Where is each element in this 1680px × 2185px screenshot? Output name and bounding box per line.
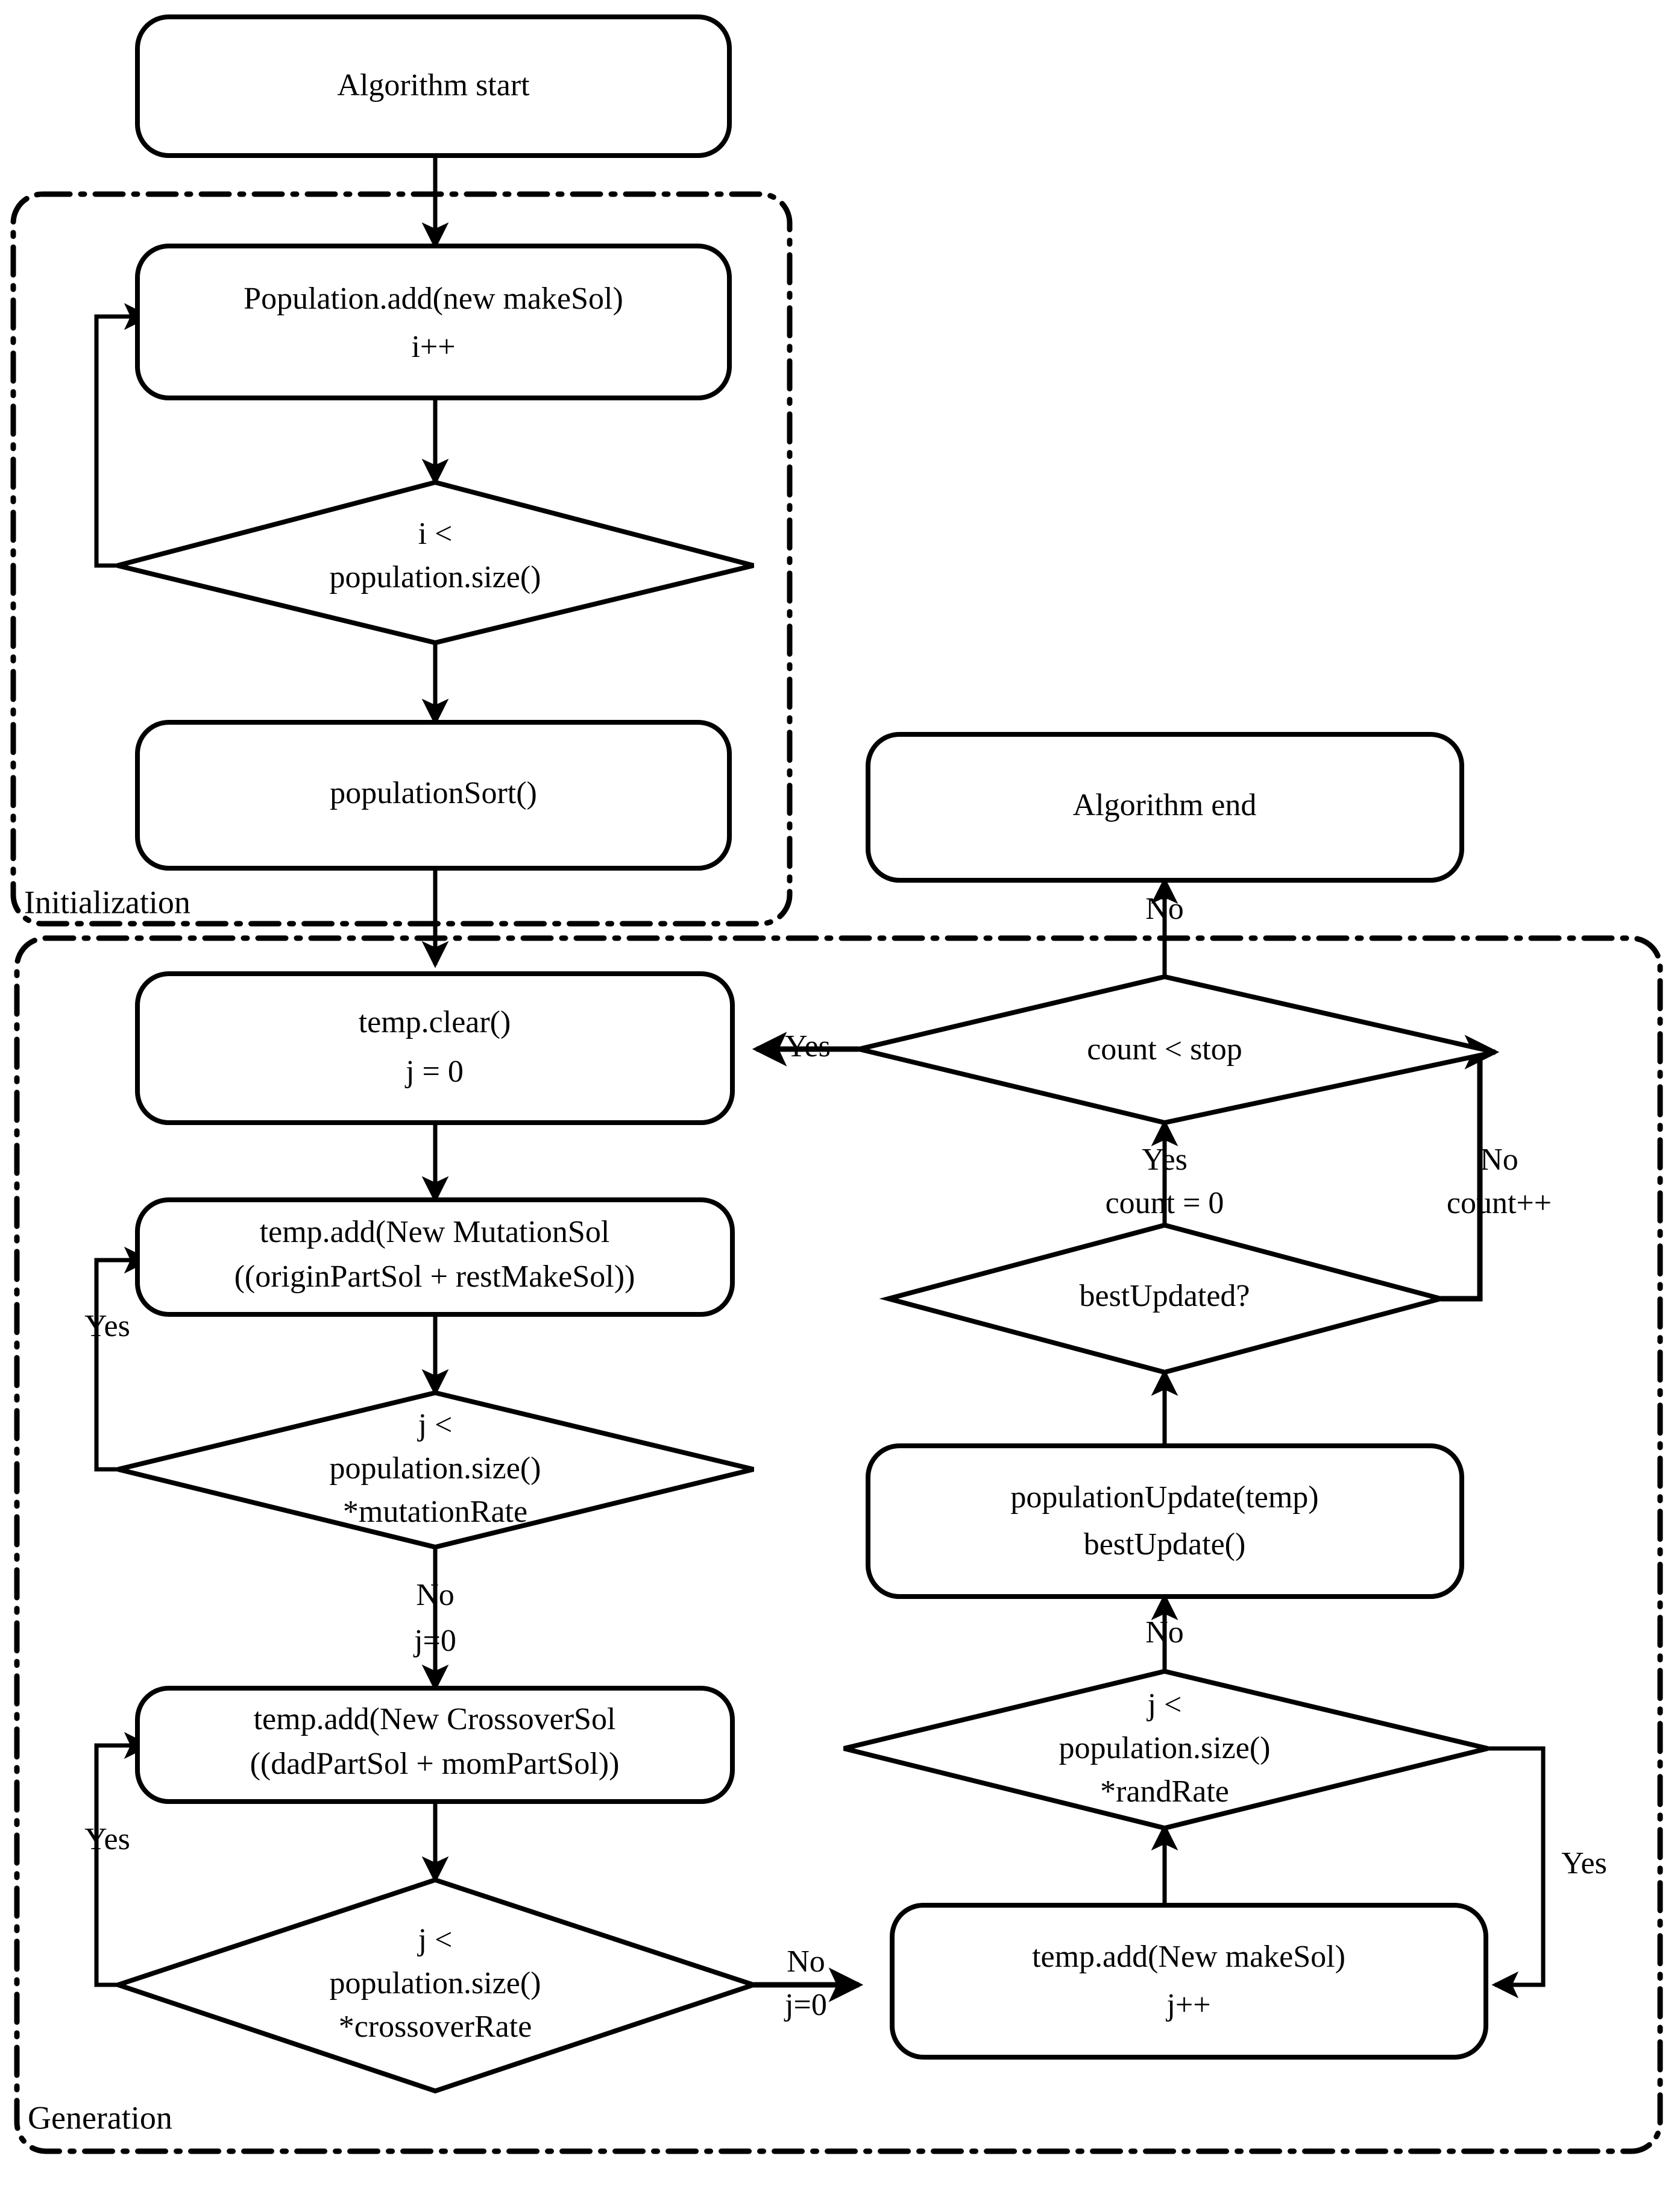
node-j-lt-mutation-rate[interactable]: j < population.size() *mutationRate — [118, 1390, 754, 1550]
edge-j-crossover-yes-loop — [94, 1732, 151, 1987]
node-label-j-rand-line2: population.size() — [1059, 1731, 1271, 1765]
node-label-population-add-line1: Population.add(new makeSol) — [244, 282, 623, 316]
node-label-j-crossover-line2: population.size() — [330, 1966, 541, 2001]
edge-label-rand-rate-yes: Yes — [1561, 1846, 1607, 1881]
edge-label-best-updated-no-count: count++ — [1447, 1186, 1552, 1220]
node-best-updated[interactable]: bestUpdated? — [879, 1222, 1450, 1375]
node-temp-add-crossover[interactable]: temp.add(New CrossoverSol ((dadPartSol +… — [135, 1686, 735, 1804]
node-label-algorithm-end: Algorithm end — [1073, 788, 1257, 822]
node-temp-add-makesol[interactable]: temp.add(New makeSol) j++ — [890, 1903, 1488, 2060]
node-temp-clear[interactable]: temp.clear() j = 0 — [135, 971, 735, 1125]
node-label-j-crossover-line3: *crossoverRate — [339, 2010, 532, 2044]
group-label-generation: Generation — [28, 2099, 172, 2136]
edge-label-mutation-no-reset: j=0 — [413, 1624, 456, 1658]
node-population-sort[interactable]: populationSort() — [135, 720, 732, 871]
node-label-i-check-line1: i < — [418, 517, 453, 551]
edge-label-count-stop-no: No — [1145, 892, 1184, 926]
node-label-j-crossover-line1: j < — [417, 1923, 453, 1957]
edge-label-best-updated-yes-count: count = 0 — [1106, 1186, 1224, 1220]
edge-label-mutation-no: No — [416, 1578, 455, 1612]
edge-label-crossover-no-reset: j=0 — [784, 1988, 827, 2022]
edge-i-check-loop-back — [94, 303, 151, 568]
node-label-best-updated: bestUpdated? — [1079, 1279, 1250, 1313]
edge-label-crossover-yes: Yes — [84, 1822, 130, 1856]
group-label-initialization: Initialization — [24, 884, 190, 920]
node-label-mutation-line2: ((originPartSol + restMakeSol)) — [234, 1260, 635, 1294]
node-i-lt-population-size[interactable]: i < population.size() — [116, 479, 755, 646]
node-count-lt-stop[interactable]: count < stop — [858, 974, 1496, 1126]
edge-label-mutation-yes: Yes — [84, 1309, 130, 1343]
node-j-lt-rand-rate[interactable]: j < population.size() *randRate — [843, 1668, 1488, 1831]
edge-label-count-stop-yes: Yes — [785, 1029, 831, 1064]
node-label-population-update-line1: populationUpdate(temp) — [1010, 1480, 1318, 1515]
node-population-add[interactable]: Population.add(new makeSol) i++ — [135, 244, 732, 400]
node-label-crossover-line1: temp.add(New CrossoverSol — [254, 1702, 616, 1736]
group-box-initialization — [10, 191, 793, 927]
node-label-makesol-line1: temp.add(New makeSol) — [1032, 1940, 1345, 1974]
node-algorithm-start[interactable]: Algorithm start — [135, 14, 732, 158]
node-label-algorithm-start: Algorithm start — [337, 68, 530, 102]
node-label-j-mutation-line2: population.size() — [330, 1451, 541, 1486]
edge-label-best-updated-yes: Yes — [1142, 1143, 1188, 1177]
node-label-j-mutation-line1: j < — [417, 1408, 453, 1442]
node-label-j-rand-line1: j < — [1147, 1688, 1182, 1722]
node-population-update[interactable]: populationUpdate(temp) bestUpdate() — [866, 1443, 1464, 1599]
edge-label-crossover-no: No — [787, 1944, 825, 1979]
node-label-mutation-line1: temp.add(New MutationSol — [260, 1215, 610, 1249]
edge-j-rand-yes-loop — [1488, 1746, 1546, 1999]
node-label-crossover-line2: ((dadPartSol + momPartSol)) — [250, 1747, 620, 1781]
node-algorithm-end[interactable]: Algorithm end — [866, 732, 1464, 883]
edge-j-mutation-yes-loop — [94, 1246, 151, 1472]
node-label-j-rand-line3: *randRate — [1100, 1774, 1229, 1809]
node-label-i-check-line2: population.size() — [330, 560, 541, 594]
node-j-lt-crossover-rate[interactable]: j < population.size() *crossoverRate — [110, 1877, 761, 2094]
node-label-makesol-line2: j++ — [1165, 1988, 1210, 2022]
node-label-j-mutation-line3: *mutationRate — [343, 1495, 527, 1529]
node-label-count-lt-stop: count < stop — [1087, 1032, 1242, 1067]
node-label-population-update-line2: bestUpdate() — [1084, 1527, 1246, 1562]
node-label-population-add-line2: i++ — [411, 330, 455, 364]
node-temp-add-mutation[interactable]: temp.add(New MutationSol ((originPartSol… — [135, 1197, 735, 1317]
group-box-generation — [14, 935, 1663, 2154]
edge-label-rand-rate-no: No — [1145, 1615, 1184, 1650]
node-label-temp-clear-line1: temp.clear() — [359, 1005, 511, 1039]
node-label-temp-clear-line2: j = 0 — [404, 1055, 464, 1089]
edge-label-best-updated-no: No — [1480, 1143, 1518, 1177]
node-label-population-sort: populationSort() — [330, 776, 537, 810]
